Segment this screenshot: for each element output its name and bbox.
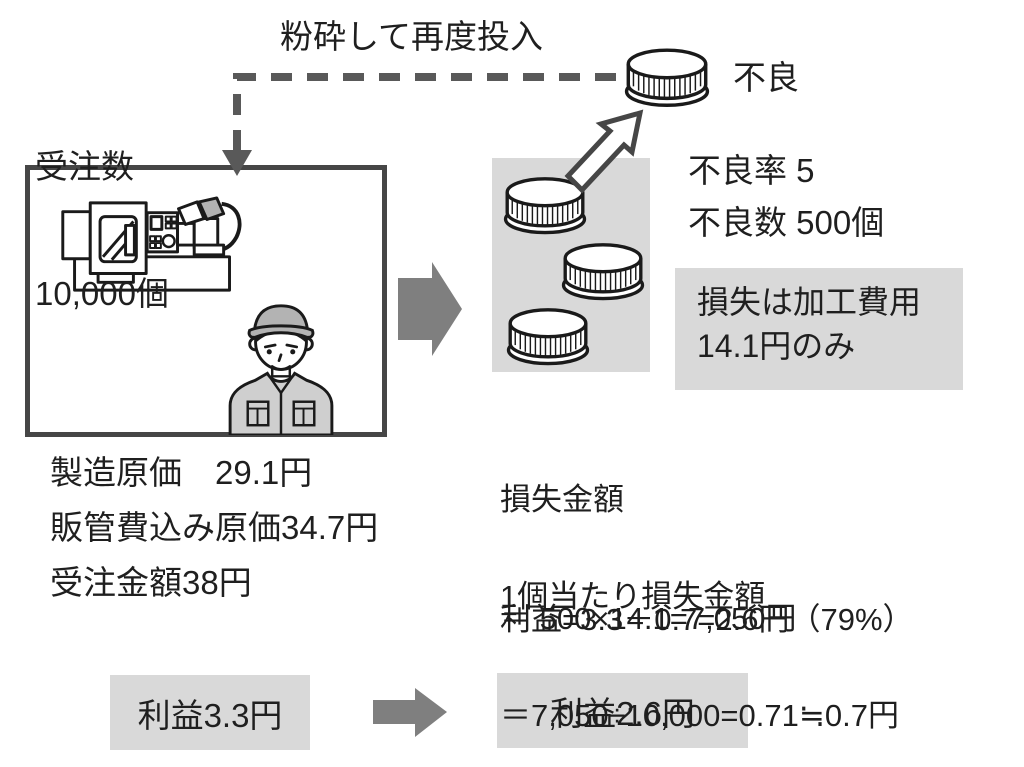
recycle-dashed-line	[233, 73, 616, 156]
loss-amount-title: 損失金額	[500, 482, 624, 518]
order-quantity-line1: 受注数	[35, 148, 134, 186]
profit-formula-label: 利益=3.3－0.7=2.6円（79%）	[500, 602, 914, 637]
profit-before-box: 利益3.3円	[110, 675, 310, 750]
order-amount-label: 受注金額38円	[50, 564, 252, 601]
loss-amount-formula: ＝ 500×14.1=7,050円	[500, 601, 797, 637]
loss-note-box: 損失は加工費用 14.1円のみ	[675, 268, 963, 390]
order-quantity-label: 受注数 10,000個	[35, 62, 169, 400]
bottle-cap-icon	[503, 177, 587, 235]
loss-note-line1: 損失は加工費用	[697, 284, 922, 320]
loss-amount-block: 損失金額 ＝ 500×14.1=7,050円	[500, 401, 796, 718]
manufacturing-cost-label: 製造原価 29.1円	[50, 454, 313, 491]
per-unit-loss-block: 1個当たり損失金額 ＝7,050÷10,000=0.71≒0.7円	[500, 498, 899, 767]
profit-after-label: 利益2.6円	[550, 694, 695, 732]
factory-worker-icon	[228, 304, 334, 435]
cost-with-sga-label: 販管費込み原価34.7円	[50, 509, 379, 546]
per-unit-loss-title: 1個当たり損失金額	[500, 579, 766, 615]
per-unit-loss-formula: ＝7,050÷10,000=0.71≒0.7円	[500, 698, 899, 734]
loss-note-line2: 14.1円のみ	[697, 328, 856, 365]
defect-count-label: 不良数 500個	[688, 204, 885, 241]
process-to-caps-arrow-icon	[398, 262, 462, 356]
profit-before-label: 利益3.3円	[137, 696, 283, 734]
bottle-cap-icon	[506, 308, 590, 366]
defect-label: 不良	[733, 59, 799, 96]
defect-rate-label: 不良率 5	[688, 152, 815, 189]
recycle-flow-label: 粉砕して再度投入	[280, 18, 544, 55]
profit-change-arrow-icon	[373, 688, 447, 737]
molding-process-box	[25, 165, 387, 437]
profit-after-box: 利益2.6円	[497, 673, 748, 748]
bottle-cap-icon	[561, 243, 645, 301]
injection-molding-machine-icon	[61, 196, 242, 292]
order-quantity-line2: 10,000個	[35, 275, 169, 313]
defective-cap-icon	[624, 48, 710, 107]
